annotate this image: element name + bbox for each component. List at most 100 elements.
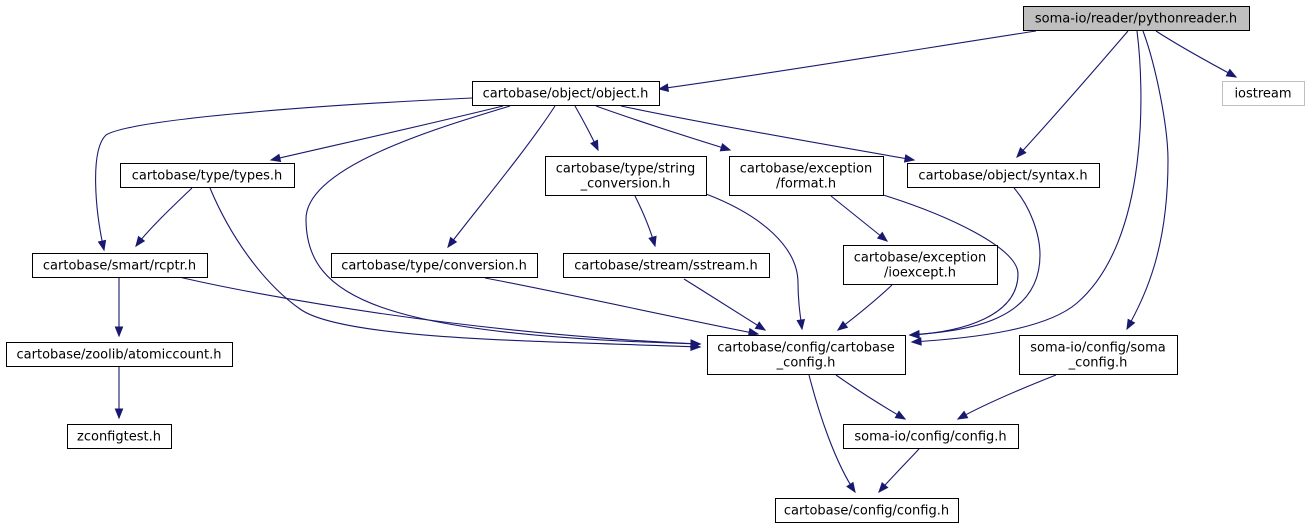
edge-pythonreader-to-object [657, 30, 1037, 92]
node-label: cartobase/type/conversion.h [341, 259, 527, 274]
edge-arrowhead [894, 410, 907, 420]
node-soma_config[interactable]: soma-io/config/soma_config.h [1019, 335, 1178, 375]
edge-line [95, 97, 473, 251]
node-rcptr[interactable]: cartobase/smart/rcptr.h [32, 253, 208, 278]
edge-line [447, 105, 556, 248]
edge-line [830, 195, 888, 242]
node-box [775, 498, 959, 523]
node-atomiccount[interactable]: cartobase/zoolib/atomiccount.h [6, 342, 233, 367]
node-box [545, 156, 707, 196]
edge-object-to-types [269, 105, 504, 163]
edge-arrowhead [747, 327, 760, 337]
node-sstream[interactable]: cartobase/stream/sstream.h [563, 253, 770, 278]
node-types[interactable]: cartobase/type/types.h [120, 163, 295, 188]
edge-line [620, 105, 915, 161]
node-label: cartobase/config/cartobase [717, 341, 895, 356]
node-label: /ioexcept.h [884, 266, 956, 281]
node-label: cartobase/config/config.h [784, 504, 949, 519]
edge-line [909, 187, 1041, 336]
edge-line [595, 105, 731, 151]
edge-object-to-rcptr [95, 97, 473, 252]
edge-line [957, 374, 1057, 420]
edge-line [1016, 30, 1129, 158]
node-cartobase_config[interactable]: cartobase/config/cartobase_config.h [707, 335, 906, 375]
edge-arrowhead [114, 326, 124, 338]
edge-line [135, 187, 193, 247]
node-label: cartobase/exception [740, 162, 872, 177]
edge-arrowhead [269, 153, 282, 163]
edge-arrowhead [648, 235, 657, 248]
edge-line [305, 105, 701, 345]
node-label: /format.h [776, 177, 836, 192]
node-label: cartobase/zoolib/atomiccount.h [17, 348, 222, 363]
edge-arrowhead [836, 320, 849, 331]
edge-arrowhead [878, 481, 889, 494]
edge-soma_config-to-somaio_config [956, 374, 1057, 420]
node-conversion[interactable]: cartobase/type/conversion.h [331, 253, 538, 278]
node-box [1023, 6, 1250, 31]
node-string_conv[interactable]: cartobase/type/string_conversion.h [545, 156, 707, 196]
edge-line [484, 277, 759, 335]
node-label: _conversion.h [580, 177, 671, 192]
edge-arrowhead [114, 408, 124, 420]
node-box [32, 253, 208, 278]
edge-string_conv-to-sstream [634, 195, 657, 248]
node-box [707, 335, 906, 375]
node-label: _config.h [776, 356, 836, 371]
edge-line [270, 105, 504, 161]
edge-object-to-string_conv [574, 105, 599, 152]
edge-arrowhead [657, 83, 670, 92]
node-pythonreader[interactable]: soma-io/reader/pythonreader.h [1023, 6, 1250, 31]
edge-rcptr-to-cartobase_config [178, 276, 702, 348]
node-label: cartobase/type/string [556, 162, 696, 177]
node-box [729, 156, 884, 196]
edge-arrowhead [97, 239, 107, 252]
node-box [6, 342, 233, 367]
edge-object-to-syntax [620, 105, 916, 163]
node-label: cartobase/exception [854, 251, 986, 266]
edge-arrowhead [910, 337, 922, 346]
edge-object-to-conversion [447, 105, 556, 249]
edge-line [705, 193, 803, 330]
nodes-layer: soma-io/reader/pythonreader.h cartobase/o… [6, 6, 1305, 523]
edge-pythonreader-to-syntax [1016, 30, 1129, 158]
node-zconfigtest[interactable]: zconfigtest.h [67, 424, 172, 449]
edges-layer [95, 30, 1238, 494]
node-label: zconfigtest.h [77, 430, 161, 445]
node-somaio_config[interactable]: soma-io/config/config.h [843, 424, 1019, 449]
node-format[interactable]: cartobase/exception/format.h [729, 156, 884, 196]
edge-arrowhead [754, 321, 767, 331]
node-label: cartobase/smart/rcptr.h [43, 259, 196, 274]
node-object[interactable]: cartobase/object/object.h [472, 81, 660, 106]
edge-conversion-to-cartobase_config [484, 277, 760, 337]
node-label: _config.h [1068, 356, 1128, 371]
edge-rcptr-to-atomiccount [114, 277, 124, 338]
edge-line [209, 187, 701, 348]
node-label: soma-io/config/soma [1030, 341, 1166, 356]
node-iostream[interactable]: iostream [1222, 81, 1305, 106]
node-label: soma-io/config/config.h [854, 430, 1006, 445]
edge-line [879, 193, 1019, 336]
edge-line [178, 276, 701, 345]
node-syntax[interactable]: cartobase/object/syntax.h [907, 163, 1100, 188]
node-box [1019, 335, 1178, 375]
node-box [67, 424, 172, 449]
edge-line [1155, 30, 1237, 78]
node-config[interactable]: cartobase/config/config.h [775, 498, 959, 523]
edge-cartobase_config-to-somaio_config [835, 374, 907, 420]
edge-arrowhead [590, 139, 599, 152]
edge-arrowhead [846, 481, 856, 494]
edge-arrowhead [1225, 68, 1238, 78]
node-label: cartobase/stream/sstream.h [574, 259, 758, 274]
edge-arrowhead [690, 339, 702, 348]
node-box [1222, 81, 1305, 106]
node-ioexcept[interactable]: cartobase/exception/ioexcept.h [843, 245, 998, 285]
edge-arrowhead [135, 235, 146, 248]
node-box [843, 245, 998, 285]
edge-atomiccount-to-zconfigtest [114, 366, 124, 420]
edge-line [835, 374, 906, 420]
edge-line [808, 374, 856, 493]
edge-sstream-to-cartobase_config [683, 278, 767, 331]
node-box [120, 163, 295, 188]
